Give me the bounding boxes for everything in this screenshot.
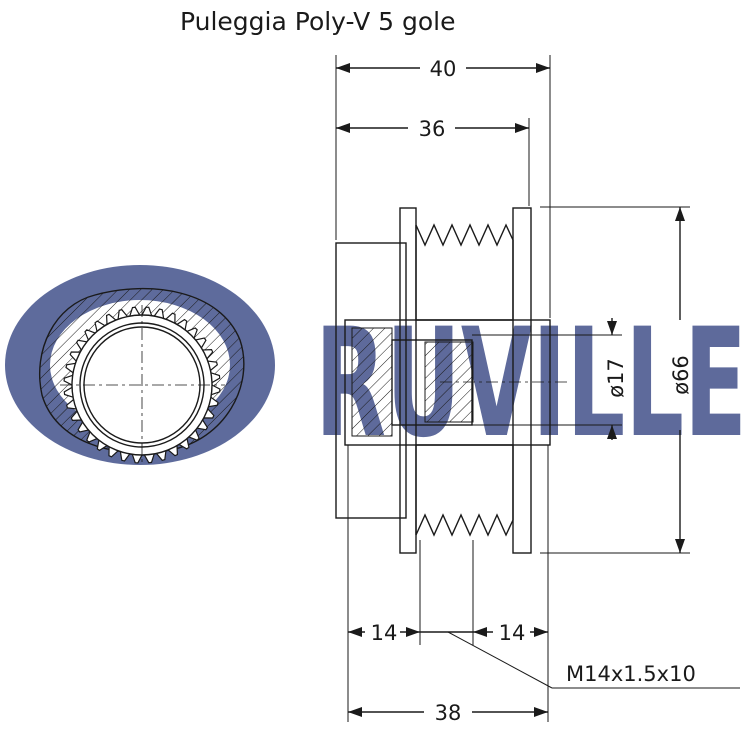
dim-14-right-label: 14 [499, 621, 526, 645]
left-flange [399, 207, 417, 554]
dim-outer-diameter: ø66 [540, 206, 693, 554]
shaft-section [344, 319, 551, 446]
dim-38-label: 38 [435, 701, 462, 725]
dim-14-left-label: 14 [371, 621, 398, 645]
dim-offsets: 14 14 [347, 445, 549, 722]
dim-pulley-length: 36 [336, 117, 530, 206]
dim-base-length: 38 [348, 701, 548, 725]
thread-label: M14x1.5x10 [566, 662, 696, 686]
dim-66-label: ø66 [669, 355, 693, 395]
dim-40-label: 40 [430, 57, 457, 81]
dim-overall-length: 40 [335, 55, 551, 318]
grooves-top [415, 223, 514, 321]
spline-section-hatch [351, 327, 393, 437]
hub-body [335, 242, 407, 519]
dim-36-label: 36 [419, 117, 446, 141]
right-flange [512, 207, 532, 554]
drawing-title: Puleggia Poly-V 5 gole [180, 7, 456, 36]
dim-shaft-diameter: ø17 [550, 318, 628, 440]
dim-17-label: ø17 [604, 358, 628, 398]
pulley-side-view [335, 207, 570, 554]
spline-end-view [38, 287, 245, 465]
grooves-bottom [415, 444, 514, 537]
thread-callout: M14x1.5x10 [447, 631, 740, 689]
